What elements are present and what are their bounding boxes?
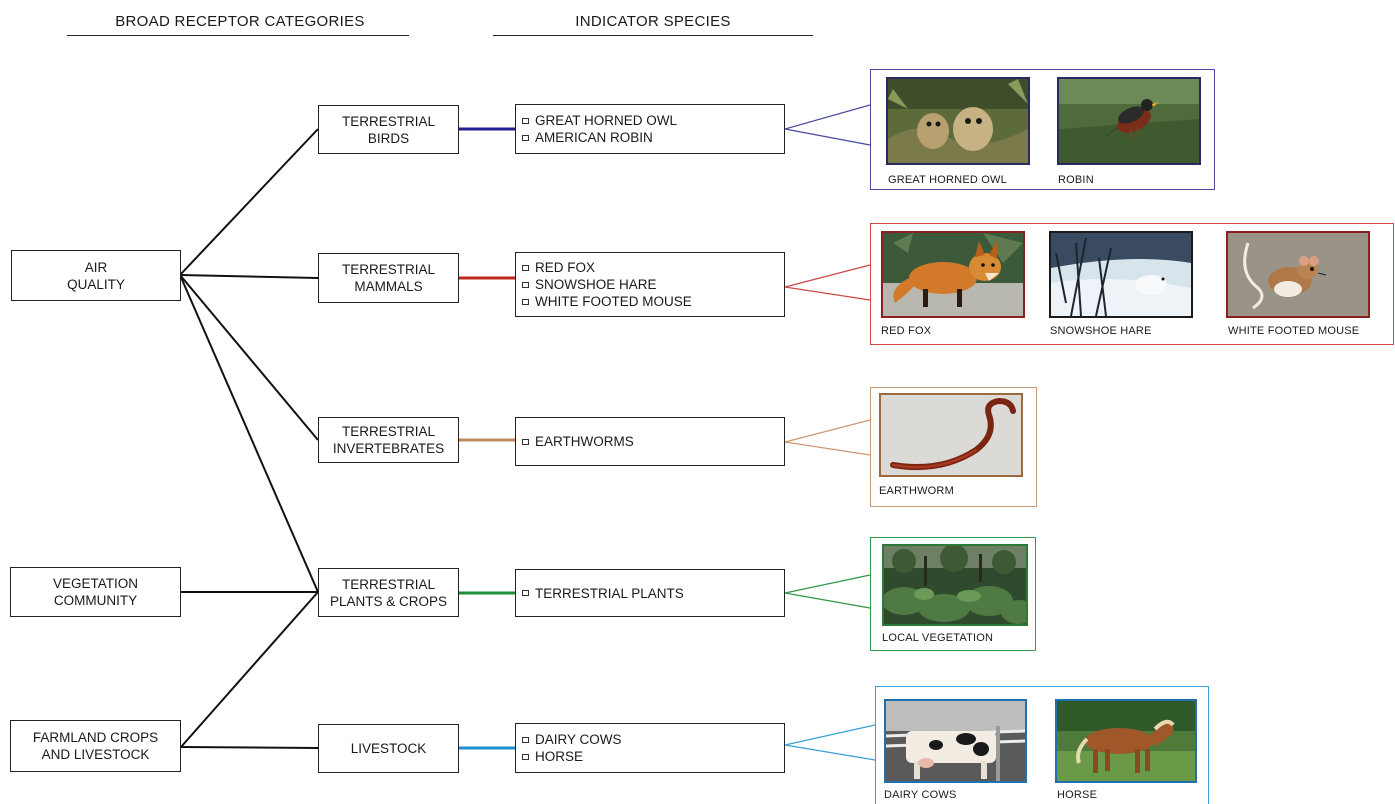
photo-panel-livestock: DAIRY COWS HORSE — [875, 686, 1209, 804]
bullet-icon — [522, 590, 529, 596]
link-air-plants — [179, 274, 319, 593]
bullet-icon — [522, 753, 529, 760]
caption-horse: HORSE — [1057, 789, 1098, 801]
species-item: EARTHWORMS — [522, 433, 784, 450]
bullet-icon — [522, 117, 529, 124]
photo-panel-birds: GREAT HORNED OWL ROBIN — [870, 69, 1215, 190]
caption-robin: ROBIN — [1058, 174, 1094, 186]
bullet-icon — [522, 438, 529, 445]
species-item: AMERICAN ROBIN — [522, 129, 784, 146]
species-box-birds: GREAT HORNED OWL AMERICAN ROBIN — [515, 104, 785, 154]
caption-white-footed-mouse: WHITE FOOTED MOUSE — [1228, 325, 1360, 337]
caption-red-fox: RED FOX — [881, 325, 932, 337]
callout-invert — [784, 419, 871, 456]
vegetation-photo — [882, 544, 1028, 626]
callout-mammals — [784, 264, 871, 301]
photo-panel-invertebrates: EARTHWORM — [870, 387, 1037, 507]
bullet-icon — [522, 736, 529, 743]
caption-earthworm: EARTHWORM — [879, 485, 954, 497]
robin-photo — [1057, 77, 1201, 165]
species-item: SNOWSHOE HARE — [522, 276, 784, 293]
species-item: TERRESTRIAL PLANTS — [522, 585, 784, 602]
category-livestock: LIVESTOCK — [318, 724, 459, 773]
species-box-invertebrates: EARTHWORMS — [515, 417, 785, 466]
link-air-mammals — [179, 274, 319, 279]
species-box-mammals: RED FOX SNOWSHOE HARE WHITE FOOTED MOUSE — [515, 252, 785, 317]
species-box-plants: TERRESTRIAL PLANTS — [515, 569, 785, 617]
link-air-birds — [179, 128, 319, 276]
bullet-icon — [522, 298, 529, 305]
bullet-icon — [522, 134, 529, 141]
fox-photo — [881, 231, 1025, 318]
caption-great-horned-owl: GREAT HORNED OWL — [888, 174, 1007, 186]
species-item: WHITE FOOTED MOUSE — [522, 293, 784, 310]
species-item: GREAT HORNED OWL — [522, 112, 784, 129]
species-item: RED FOX — [522, 259, 784, 276]
receptor-categories-header: BROAD RECEPTOR CATEGORIES — [115, 13, 365, 30]
receptor-header-underline — [67, 35, 409, 36]
earthworm-photo — [879, 393, 1023, 477]
bullet-icon — [522, 281, 529, 288]
indicator-species-header: INDICATOR SPECIES — [575, 13, 731, 30]
bullet-icon — [522, 264, 529, 271]
species-box-livestock: DAIRY COWS HORSE — [515, 723, 785, 773]
caption-dairy-cows: DAIRY COWS — [884, 789, 957, 801]
caption-local-vegetation: LOCAL VEGETATION — [882, 632, 994, 644]
cows-photo — [884, 699, 1027, 783]
callout-plants — [784, 574, 871, 609]
species-item: DAIRY COWS — [522, 731, 784, 748]
hare-photo — [1049, 231, 1193, 318]
horse-photo — [1055, 699, 1197, 783]
caption-snowshoe-hare: SNOWSHOE HARE — [1050, 325, 1152, 337]
species-item: HORSE — [522, 748, 784, 765]
photo-panel-mammals: RED FOX SNOWSHOE HARE WHI — [870, 223, 1394, 345]
callout-livestock — [784, 724, 876, 761]
species-header-underline — [493, 35, 813, 36]
link-farm-plants — [180, 591, 319, 748]
link-farm-livestock — [180, 746, 319, 749]
mouse-photo — [1226, 231, 1370, 318]
link-air-invert — [179, 274, 319, 441]
owl-photo — [886, 77, 1030, 165]
callout-birds — [784, 104, 871, 146]
photo-panel-plants: LOCAL VEGETATION — [870, 537, 1036, 651]
